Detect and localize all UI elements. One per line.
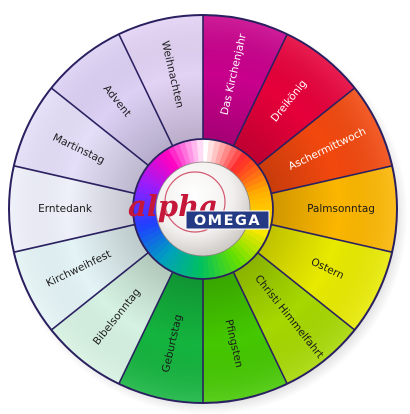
hub-center — [155, 161, 251, 257]
segment-divider — [13, 223, 135, 253]
logo: alpha OMEGA — [128, 189, 270, 230]
segment-divider — [13, 165, 135, 195]
segment-divider — [257, 252, 356, 331]
hub-ring-outline — [132, 138, 274, 280]
segment-divider — [118, 271, 174, 385]
segment-divider — [50, 87, 149, 166]
segment-divider — [271, 165, 393, 195]
segment-divider — [50, 252, 149, 331]
outer-rim — [8, 14, 398, 404]
segment-label: Erntedank — [38, 203, 93, 215]
segment-divider — [232, 271, 288, 385]
logo-loop — [164, 171, 226, 233]
segment-divider — [271, 223, 393, 253]
segment-divider — [257, 87, 356, 166]
segment-divider — [118, 33, 174, 147]
segment-divider — [232, 33, 288, 147]
dividers-group — [13, 15, 393, 403]
logo-omega: OMEGA — [194, 213, 261, 229]
logo-omega-plate — [185, 210, 270, 230]
segment-label: Palmsonntag — [307, 203, 375, 215]
